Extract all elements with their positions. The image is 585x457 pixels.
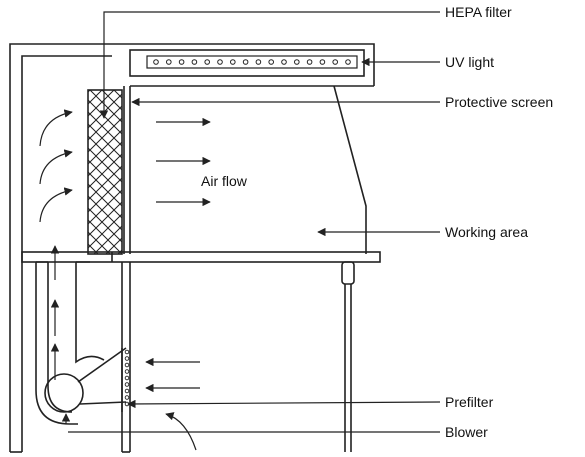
uv-bulb — [332, 59, 339, 65]
uv-bulb — [255, 59, 262, 65]
prefilter-hole — [124, 356, 130, 361]
return-air-duct — [35, 261, 131, 453]
label-prefilter: Prefilter — [445, 394, 494, 410]
leader-lines — [68, 11, 441, 433]
label-working-area: Working area — [445, 224, 528, 240]
prefilter-hole — [124, 382, 130, 387]
blower — [44, 347, 127, 413]
label-air-flow: Air flow — [201, 173, 248, 189]
uv-bulb — [166, 59, 172, 65]
prefilter-hole — [124, 369, 130, 374]
prefilter-hole — [124, 349, 130, 355]
prefilter-hole — [124, 395, 130, 400]
uv-bulb — [268, 59, 275, 65]
uv-bulb — [294, 59, 300, 65]
uv-bulb — [230, 59, 236, 65]
uv-bulb — [153, 59, 159, 65]
uv-bulb — [281, 59, 287, 65]
label-blower: Blower — [445, 424, 488, 440]
front-sash — [333, 85, 367, 254]
prefilter — [124, 349, 130, 407]
uv-bulb — [306, 59, 313, 65]
prefilter-hole — [124, 388, 130, 394]
cabinet-frame — [9, 43, 375, 453]
work-surface — [21, 251, 381, 263]
label-hepa-filter: HEPA filter — [445, 4, 512, 20]
airflow-arrows — [39, 109, 211, 451]
uv-bulb — [217, 59, 223, 65]
uv-bulb — [204, 59, 210, 65]
prefilter-hole — [124, 375, 130, 381]
label-uv-light: UV light — [445, 54, 494, 70]
uv-light-housing — [129, 49, 374, 87]
uv-bulb — [242, 59, 249, 65]
uv-bulb — [345, 59, 351, 65]
hepa-filter — [87, 89, 123, 255]
label-protective-screen: Protective screen — [445, 94, 553, 110]
uv-bulb — [178, 59, 185, 65]
uv-lamp-bulbs — [153, 59, 351, 65]
uv-bulb — [319, 59, 326, 65]
prefilter-hole — [124, 362, 130, 368]
table-leg — [341, 261, 355, 452]
protective-screen — [123, 86, 131, 254]
uv-bulb — [191, 59, 198, 65]
